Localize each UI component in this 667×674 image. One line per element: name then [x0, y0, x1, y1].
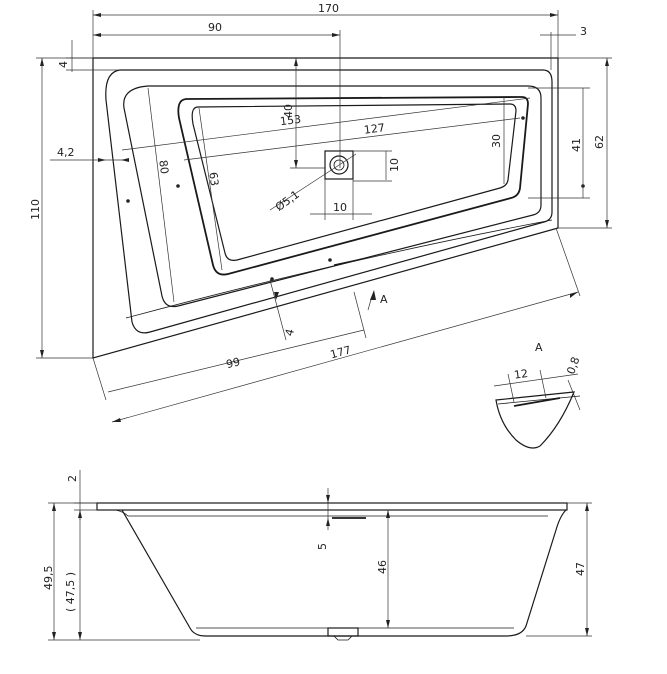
- tub-basin-outer: [123, 85, 542, 308]
- dim-left-4-2: 4,2: [57, 146, 75, 159]
- dim-offset-90: 90: [208, 21, 222, 34]
- side-dim-right-47: 47: [574, 562, 587, 576]
- dim-bottom-4: 4: [283, 328, 297, 338]
- detail-a: A 12 0,8: [493, 341, 583, 449]
- dim-inner-30: 30: [490, 134, 503, 148]
- section-arrow-label: A: [380, 293, 388, 306]
- dim-inner-127: 127: [363, 121, 385, 136]
- top-view: 170 90 3 4 110 62 41: [29, 2, 612, 423]
- side-dim-height-47-5: ( 47,5 ): [64, 572, 77, 612]
- dim-inner-63: 63: [206, 171, 221, 187]
- dim-overall-width: 170: [318, 2, 339, 15]
- dim-inner-40: 40: [282, 104, 295, 118]
- tub-rim-edge: [105, 69, 553, 334]
- side-dim-inner-5: 5: [316, 543, 329, 550]
- detail-a-dim-0-8: 0,8: [564, 355, 582, 376]
- tub-basin-inner: [191, 103, 517, 261]
- dim-inner-80: 80: [156, 159, 171, 175]
- side-view: 2 49,5 ( 47,5 ) 5 46 47: [42, 470, 592, 641]
- side-body: [121, 509, 567, 637]
- overflow-slot: [333, 258, 363, 266]
- dim-drain-10-h: 10: [388, 158, 401, 172]
- side-rim: [96, 502, 568, 511]
- side-dim-height-49-5: 49,5: [42, 566, 55, 591]
- dim-top-4: 4: [57, 61, 70, 68]
- detail-a-shape: [495, 391, 575, 449]
- side-dim-inner-46: 46: [376, 560, 389, 574]
- detail-a-label: A: [535, 341, 543, 354]
- dim-bottom-177: 177: [329, 343, 353, 361]
- dim-right-41: 41: [570, 138, 583, 152]
- dim-bottom-99: 99: [225, 355, 242, 371]
- dim-right-3: 3: [580, 25, 587, 38]
- tub-basin-floor: [177, 96, 529, 276]
- tub-front-lip: [125, 219, 553, 319]
- dim-right-62: 62: [593, 135, 606, 149]
- side-dim-top-2: 2: [66, 475, 79, 482]
- detail-a-dim-12: 12: [513, 367, 529, 382]
- dim-drain-10-w: 10: [333, 201, 347, 214]
- dim-height-110: 110: [29, 199, 42, 220]
- drain-icon: [324, 150, 354, 180]
